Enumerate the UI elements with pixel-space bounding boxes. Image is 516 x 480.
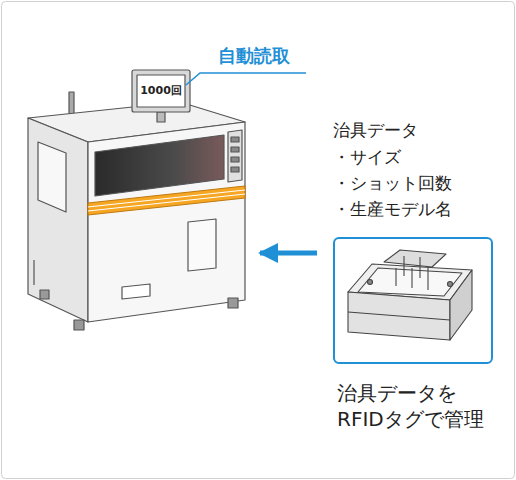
monitor-value: 1000回 — [140, 84, 182, 98]
machine: 1000回 — [22, 66, 252, 342]
leader-line — [186, 73, 306, 85]
data-item: ・生産モデル名 — [333, 198, 452, 221]
data-heading: 治具データ — [333, 119, 418, 142]
fixture-drawing — [348, 250, 472, 340]
flow-arrow — [260, 251, 317, 256]
fixture-box: 治具データを RFIDタグで管理 — [333, 237, 493, 364]
data-item: ・ショット回数 — [333, 172, 452, 195]
data-item: ・サイズ — [333, 146, 401, 169]
caption-text: 治具データを RFIDタグで管理 — [337, 380, 502, 432]
machine-drawing — [28, 70, 245, 330]
callout-label: 自動読取 — [218, 44, 290, 68]
